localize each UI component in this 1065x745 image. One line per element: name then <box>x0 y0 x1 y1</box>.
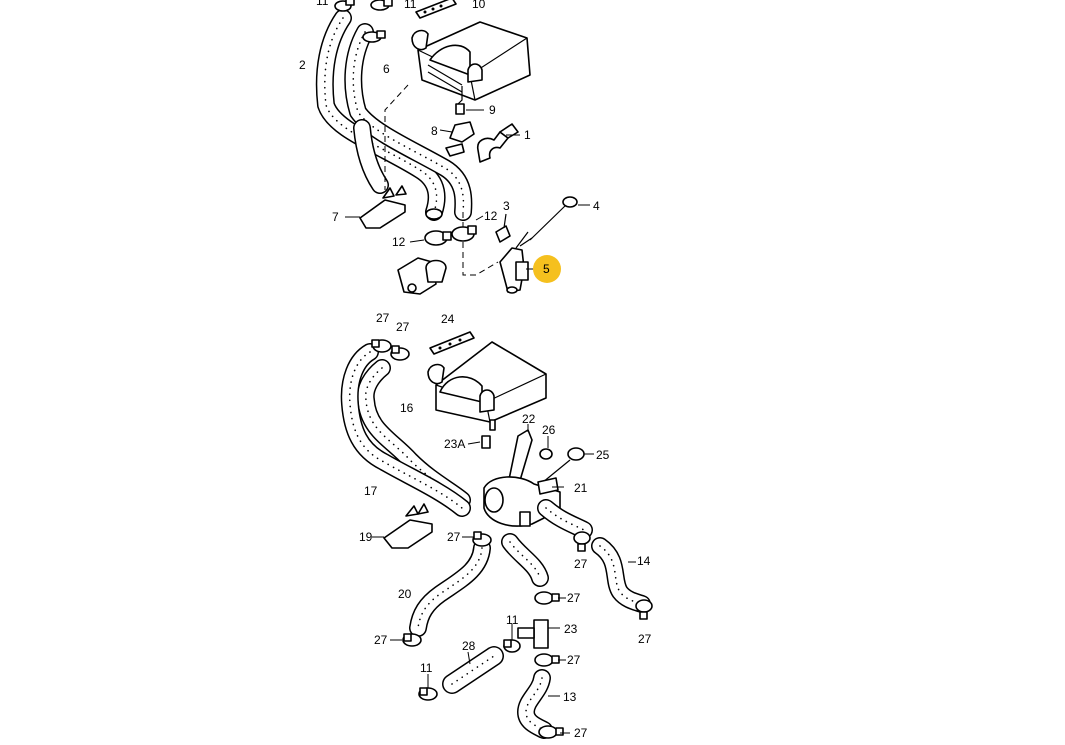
part-1-clip <box>476 123 520 163</box>
callout-27-a: 27 <box>376 311 390 325</box>
callout-24: 24 <box>441 312 455 326</box>
hose-clamp-27a <box>371 339 392 353</box>
callout-22: 22 <box>522 412 536 426</box>
hose-20 <box>409 539 491 637</box>
callout-20: 20 <box>398 587 412 601</box>
hose-clamp-27f <box>534 653 566 667</box>
hose-6 <box>344 23 473 221</box>
part-10-strip <box>415 0 457 19</box>
upper-callout-labels: 11 11 10 2 6 9 8 1 7 12 12 3 4 <box>299 0 600 249</box>
part-26-nut <box>539 436 553 460</box>
hose-14-lower <box>591 537 651 613</box>
callout-2: 2 <box>299 58 306 72</box>
hose-clamp-27-right <box>573 531 591 552</box>
part-23-tee <box>517 619 560 649</box>
part-7-bracket <box>345 185 407 229</box>
hose-clamp-11-lower <box>418 674 438 701</box>
callout-21: 21 <box>574 481 588 495</box>
callout-3: 3 <box>503 199 510 213</box>
hose-clamp-11-mid <box>503 624 521 653</box>
part-8-bracket <box>439 121 475 157</box>
part-22-pin <box>489 419 496 431</box>
callout-27-f: 27 <box>638 632 652 646</box>
hose-clamp-6 <box>362 30 386 43</box>
hose-14 <box>537 499 593 539</box>
part-23A-bolt <box>467 435 491 449</box>
callout-5: 5 <box>543 262 550 276</box>
part-5-valve <box>499 231 538 294</box>
hose-clamp-11a <box>334 0 355 12</box>
hose-17 <box>340 343 471 517</box>
hose-clamp-12a <box>409 230 452 246</box>
dash-line-b <box>462 212 499 276</box>
callout-11-b: 11 <box>404 0 417 11</box>
callout-27-e: 27 <box>567 591 581 605</box>
callout-26: 26 <box>542 423 556 437</box>
hose-clamp-27b <box>390 345 410 361</box>
hose-clamp-27-right-lower <box>635 599 653 620</box>
callout-19: 19 <box>359 530 373 544</box>
hose-15 <box>501 533 549 587</box>
callout-27-i: 27 <box>574 726 588 740</box>
hose-clamp-27c <box>462 531 492 547</box>
hose-2-lower <box>353 119 389 194</box>
callout-6: 6 <box>383 62 390 76</box>
heater-box-lower <box>427 341 547 423</box>
hose-2 <box>315 9 446 221</box>
part-3-bracket <box>495 213 511 243</box>
highlight-marker <box>533 255 561 283</box>
callout-13: 13 <box>563 690 577 704</box>
callout-9: 9 <box>489 103 496 117</box>
hose-clamp-11b <box>370 0 393 11</box>
callout-4: 4 <box>593 199 600 213</box>
dash-line-a <box>384 84 409 190</box>
lower-assembly <box>340 331 653 739</box>
part-9-bolt <box>455 103 484 115</box>
callout-1: 1 <box>524 128 531 142</box>
callout-27-g: 27 <box>374 633 388 647</box>
callout-11-a: 11 <box>316 0 329 8</box>
callout-27-c: 27 <box>447 530 461 544</box>
callout-25: 25 <box>596 448 610 462</box>
callout-27-d: 27 <box>574 557 588 571</box>
heater-box-upper <box>411 21 531 107</box>
callout-14: 14 <box>637 554 651 568</box>
callout-23: 23 <box>564 622 578 636</box>
part-4-bolt <box>529 196 590 241</box>
upper-assembly <box>315 0 590 295</box>
hose-clamp-27d <box>390 633 422 647</box>
hose-13 <box>517 669 560 739</box>
hose-clamp-27e <box>534 591 566 605</box>
hose-clamp-12b <box>451 215 484 242</box>
callout-11-d: 11 <box>420 661 433 675</box>
callout-11-c: 11 <box>506 613 519 627</box>
callout-17: 17 <box>364 484 378 498</box>
callout-12-a: 12 <box>392 235 406 249</box>
callout-8: 8 <box>431 124 438 138</box>
callout-10: 10 <box>472 0 486 11</box>
callout-16: 16 <box>400 401 414 415</box>
hose-clamp-27g <box>538 725 570 739</box>
hose-28 <box>442 646 504 694</box>
part-19-bracket <box>372 503 433 549</box>
lower-callout-labels: 27 27 24 16 22 26 25 23A 17 21 19 27 14 … <box>359 311 652 740</box>
pump-bracket-upper <box>397 257 447 295</box>
hose-end-upper-left <box>425 208 443 220</box>
callout-23A: 23A <box>444 437 465 451</box>
callout-27-h: 27 <box>567 653 581 667</box>
highlighted-callout: 5 <box>533 255 561 283</box>
callout-28: 28 <box>462 639 476 653</box>
callout-27-b: 27 <box>396 320 410 334</box>
callout-7: 7 <box>332 210 339 224</box>
part-24-strip <box>429 331 475 355</box>
callout-12-b: 12 <box>484 209 498 223</box>
